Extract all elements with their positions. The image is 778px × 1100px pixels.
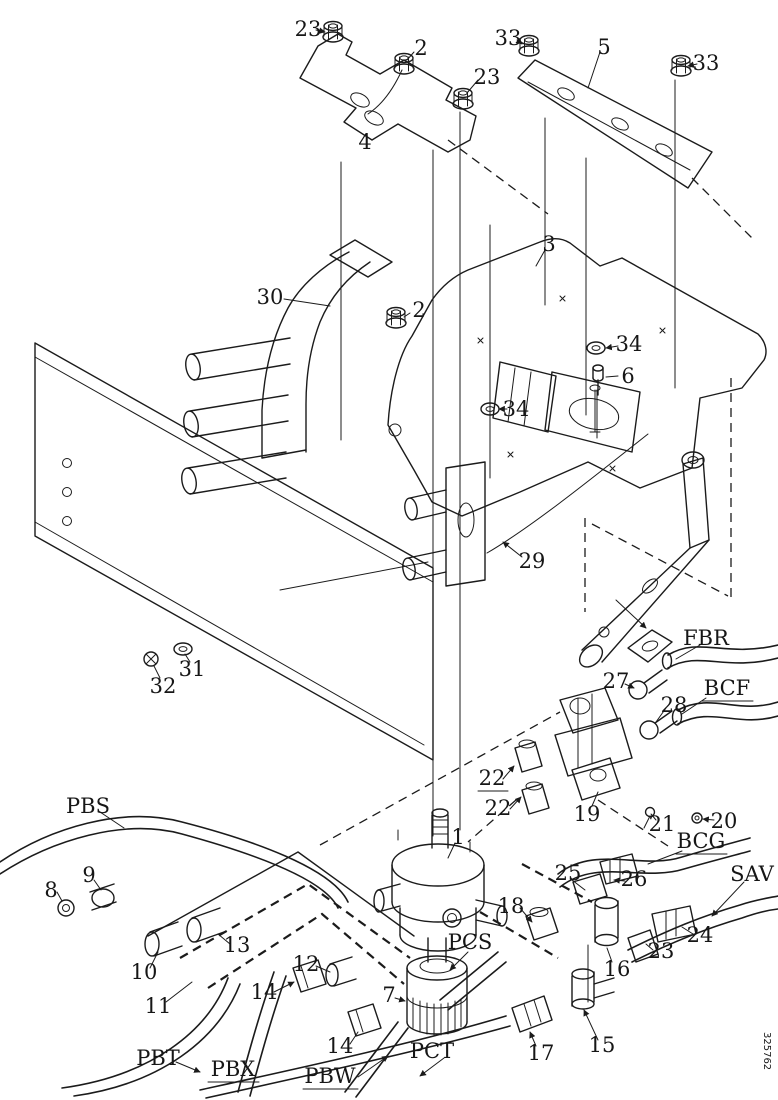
callout-29: 29 [519,549,546,573]
hardware [144,20,692,667]
upper-bar [518,60,712,188]
callout-21: 21 [649,812,676,836]
bolt-6 [593,365,603,395]
air-filter [407,956,467,1035]
pct-hose [200,1016,506,1090]
port-label-fbr: FBR [683,626,730,650]
port-label-pcs: PCS [448,930,493,954]
support-strap [575,452,709,671]
port-label-pbx: PBX [211,1057,256,1081]
screw-32 [144,652,158,666]
callout-9: 9 [82,863,95,887]
callout-14-a: 14 [251,980,278,1004]
pbx-hose [238,972,274,1092]
callout-22-b: 22 [485,796,512,820]
callout-27: 27 [603,669,630,693]
callout-15: 15 [589,1033,616,1057]
callout-4: 4 [358,130,371,154]
callout-2-b: 2 [412,298,425,322]
port-label-pbt: PBT [136,1046,180,1070]
callout-17: 17 [528,1041,555,1065]
pbt-hose [62,978,228,1088]
callout-11: 11 [145,994,172,1018]
leader-lines [57,27,744,1077]
port-label-pbw: PBW [304,1064,356,1088]
callout-32: 32 [150,674,177,698]
callout-25: 25 [555,861,582,885]
callout-12: 12 [293,952,320,976]
pbw-hose [345,1022,398,1092]
centerlines-dashed [148,140,752,988]
washer-34-right [586,341,606,355]
callout-30: 30 [257,285,284,309]
port-label-pbs: PBS [66,794,110,818]
callout-34-a: 34 [616,332,643,356]
right-fittings [512,670,702,1032]
callout-13: 13 [224,933,251,957]
sav-hose [628,896,778,950]
frame-rail [35,343,433,760]
pbs-hose [0,817,348,902]
callout-2-a: 2 [414,36,427,60]
callout-7: 7 [382,983,395,1007]
callout-28: 28 [661,693,688,717]
fbr-hose [668,645,778,655]
callout-10: 10 [131,960,158,984]
callout-23-c: 23 [648,939,675,963]
tube-bracket [180,240,392,495]
callout-18: 18 [498,894,525,918]
callout-26: 26 [621,867,648,891]
washer-31 [173,642,193,656]
port-label-bcg: BCG [677,829,726,853]
bcg-hose [558,838,750,874]
callout-5: 5 [597,35,610,59]
nut-33-left [518,34,540,57]
nut-2-plate [385,306,407,329]
callout-22-a: 22 [479,766,506,790]
callout-33-a: 33 [495,26,522,50]
callout-33-b: 33 [693,51,720,75]
brake-valve [374,809,507,962]
bcf-hose [678,702,778,710]
callout-34-b: 34 [503,397,530,421]
upper-bracket [300,34,476,152]
callout-24: 24 [687,923,714,947]
callout-labels: 23 2 23 33 5 33 4 3 30 2 34 6 34 29 31 3… [44,17,775,1089]
callout-23-a: 23 [295,17,322,41]
callout-19: 19 [574,802,601,826]
callout-23-b: 23 [474,65,501,89]
left-fittings [58,884,381,1036]
port-label-pct: PCT [410,1039,454,1063]
callout-3: 3 [542,232,555,256]
callout-14-b: 14 [327,1034,354,1058]
callout-31: 31 [179,657,206,681]
callout-20: 20 [711,809,738,833]
port-label-sav: SAV [730,862,775,886]
port-label-bcf: BCF [704,676,750,700]
callout-1: 1 [451,825,464,849]
drawing-number: 325762 [761,1032,772,1070]
callout-6: 6 [621,364,634,388]
callout-16: 16 [604,957,631,981]
manifold [555,688,632,800]
callout-8: 8 [44,878,57,902]
mounting-plate [388,239,766,516]
nut-23-left [322,20,344,43]
pcs-pipe [440,952,498,1000]
